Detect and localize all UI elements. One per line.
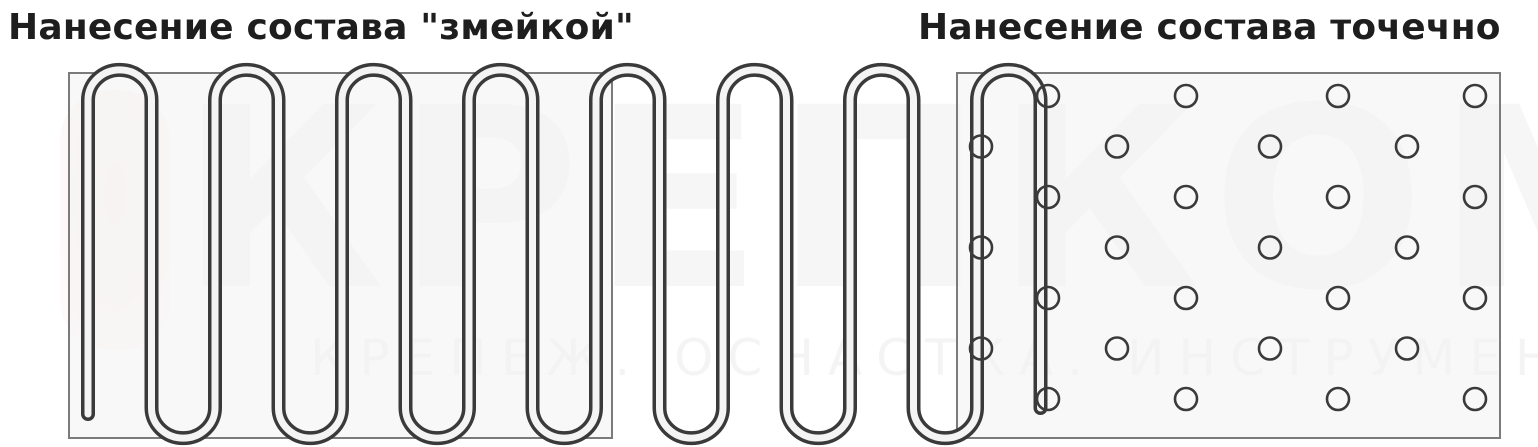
snake-bead-outline (81, 62, 1048, 446)
snake-bead-inner (84, 66, 1044, 442)
dot-circle-icon (1325, 184, 1351, 210)
dot-circle-icon (1035, 285, 1061, 311)
dot-circle-icon (1104, 336, 1130, 361)
dot-circle-icon (1394, 336, 1420, 361)
dot-circle-icon (1394, 134, 1420, 159)
dot-circle-icon (1173, 285, 1199, 311)
dot-circle-icon (1173, 83, 1199, 109)
dot-circle-icon (1257, 134, 1283, 159)
dot-circle-icon (1035, 386, 1061, 412)
dot-circle-icon (1462, 83, 1488, 109)
dot-circle-icon (1325, 83, 1351, 109)
dot-circle-icon (968, 235, 994, 260)
snake-method-title: Нанесение состава "змейкой" (8, 7, 634, 48)
dot-circle-icon (1257, 336, 1283, 361)
snake-bead-diagram (81, 62, 1048, 446)
dot-circle-icon (1325, 386, 1351, 412)
dot-circle-icon (1035, 83, 1061, 109)
dot-circle-icon (1462, 285, 1488, 311)
dot-circle-icon (1173, 184, 1199, 210)
dot-circle-icon (1462, 184, 1488, 210)
dot-circle-icon (1394, 235, 1420, 260)
dot-circle-icon (1104, 235, 1130, 260)
dot-circle-icon (1035, 184, 1061, 210)
dot-pattern-diagram (968, 83, 1488, 412)
dot-circle-icon (968, 336, 994, 361)
dot-circle-icon (1462, 386, 1488, 412)
dot-circle-icon (968, 134, 994, 159)
dot-method-title: Нанесение состава точечно (918, 7, 1501, 48)
dot-circle-icon (1325, 285, 1351, 311)
dot-circle-icon (1173, 386, 1199, 412)
dot-circle-icon (1104, 134, 1130, 159)
dot-circle-icon (1257, 235, 1283, 260)
